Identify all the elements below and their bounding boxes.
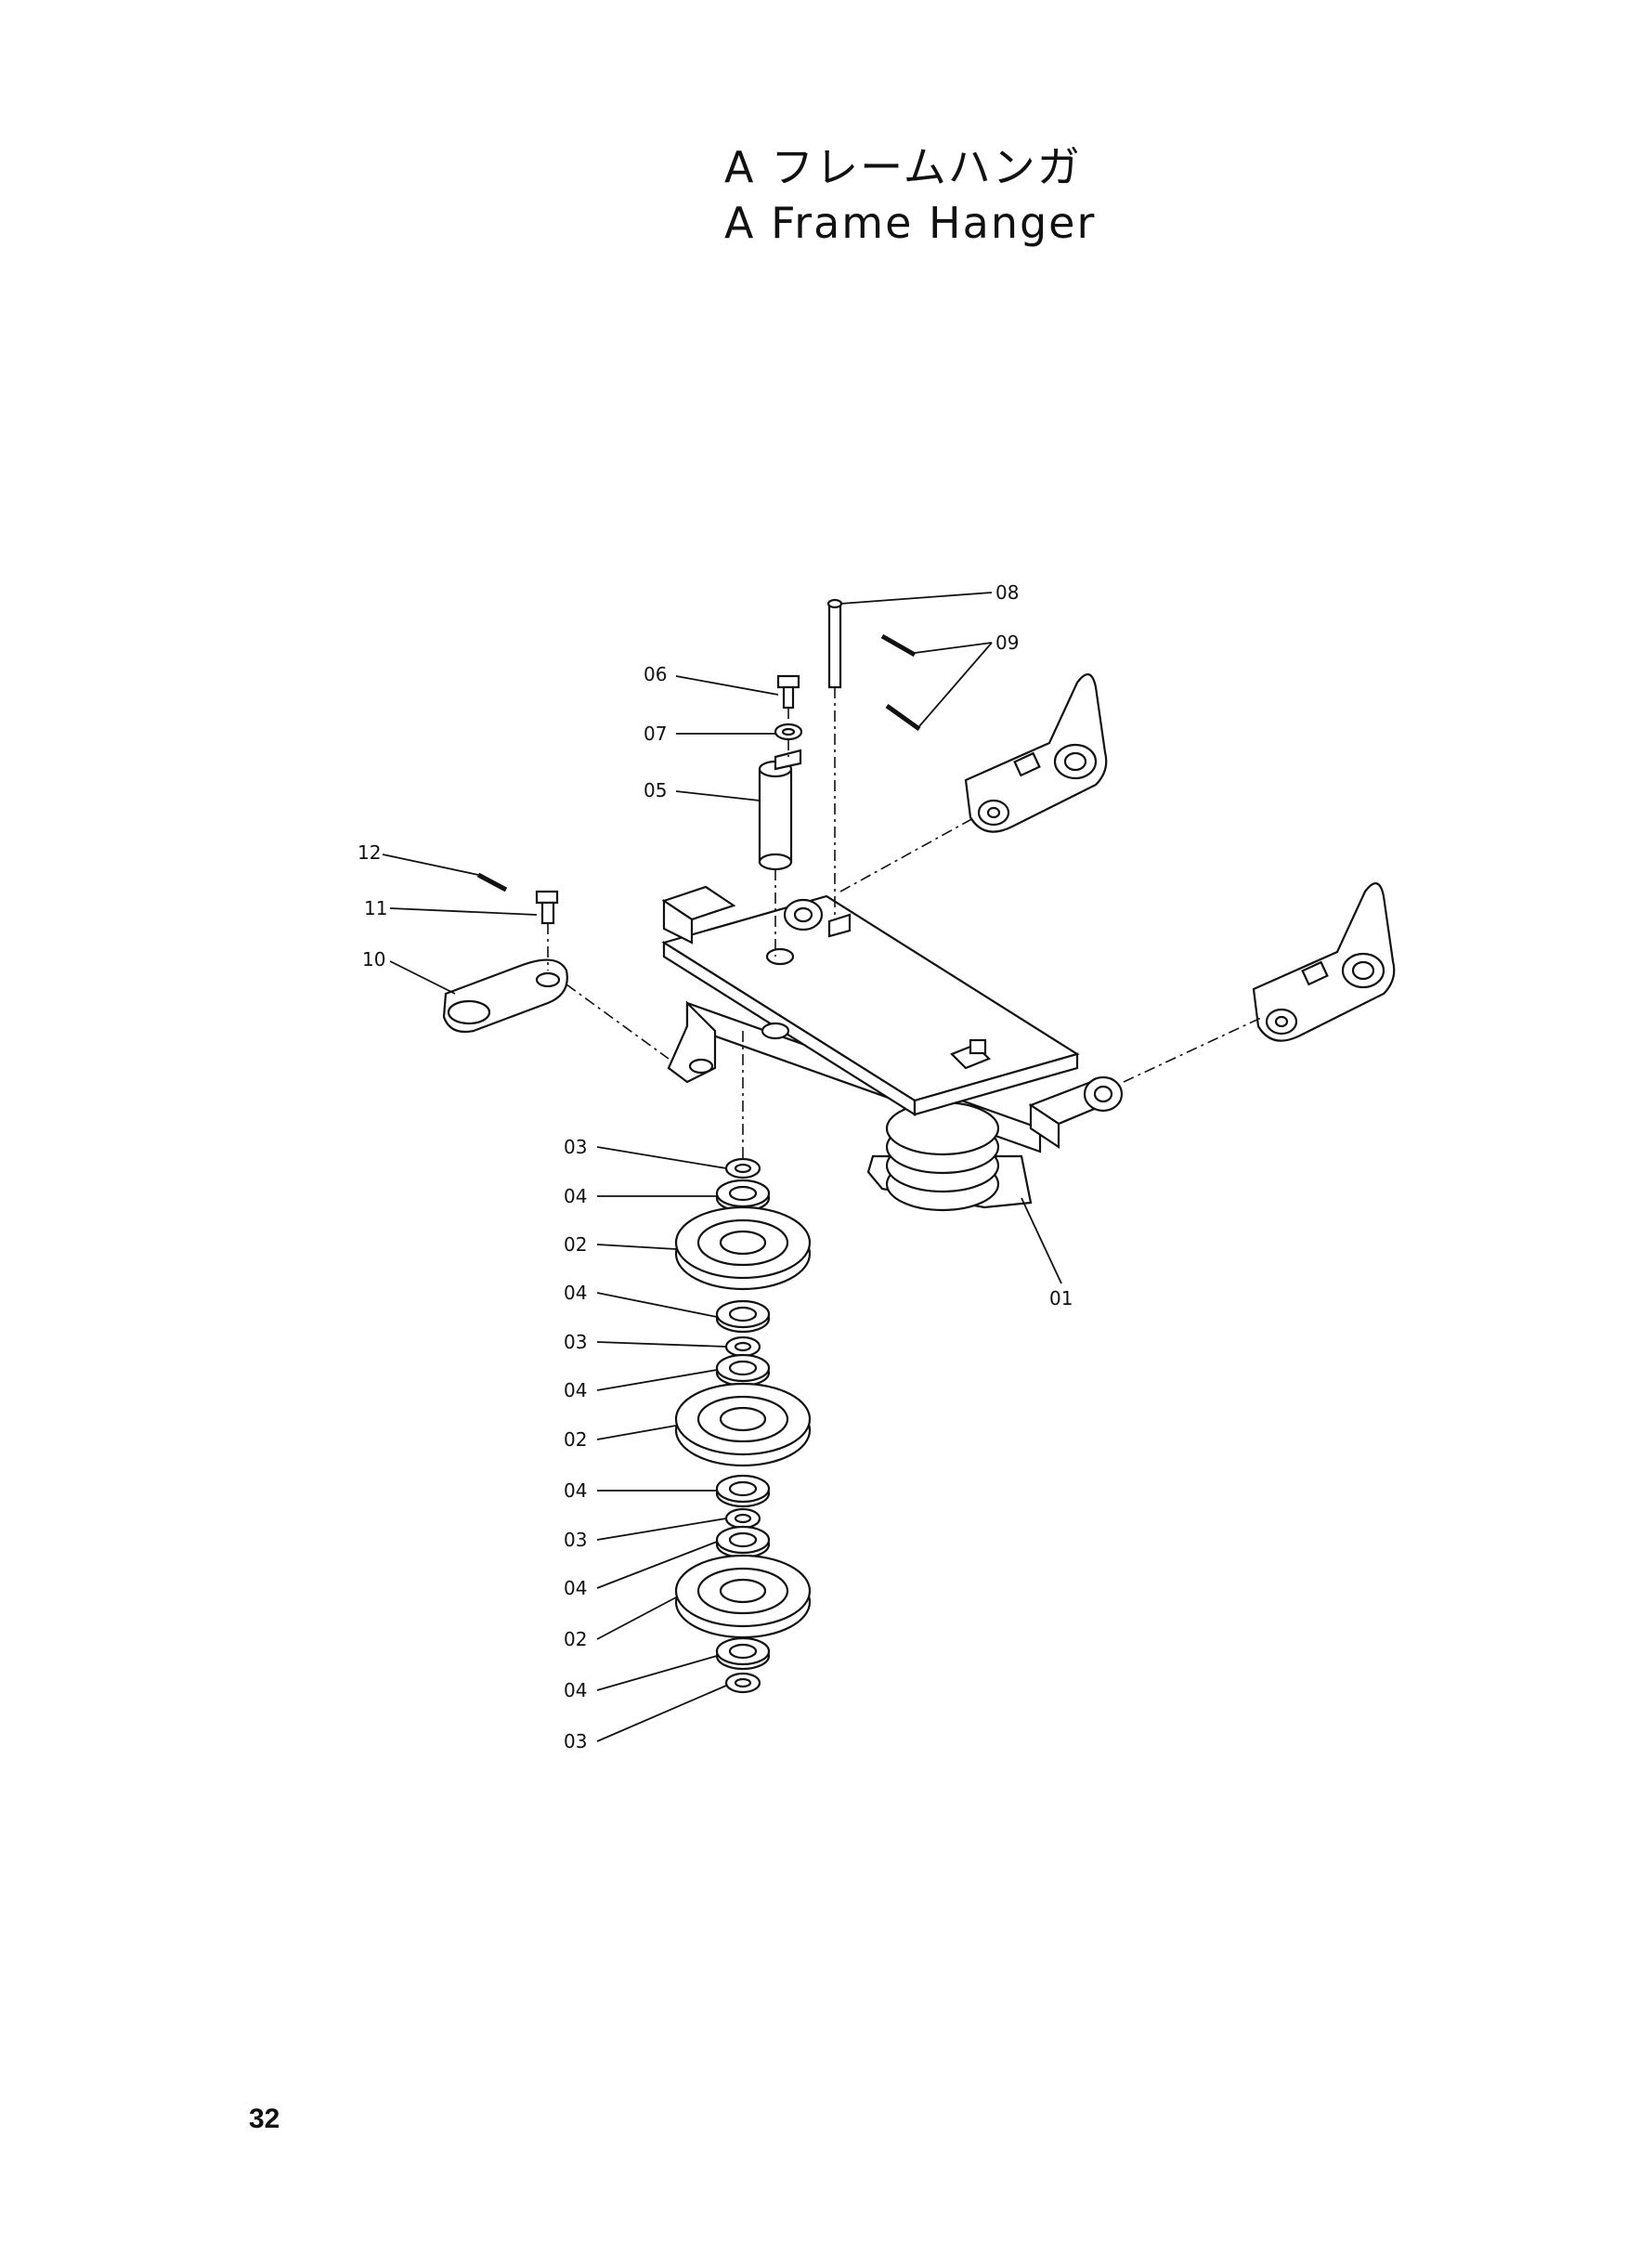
callout-labels: 08 09 06 07 05 12 11 10 01 03 04 02 04 0… <box>358 581 1073 1752</box>
callout-03-a: 03 <box>564 1136 587 1158</box>
callout-05: 05 <box>644 779 667 801</box>
callout-03-b: 03 <box>564 1331 587 1353</box>
callout-04-b: 04 <box>564 1282 587 1304</box>
cotter-pins-09 <box>880 633 921 732</box>
callout-10: 10 <box>362 948 385 971</box>
callout-02-c: 02 <box>564 1628 587 1650</box>
callout-08: 08 <box>995 581 1019 604</box>
pin-08 <box>826 598 843 689</box>
callout-07: 07 <box>644 723 667 745</box>
bolt-11 <box>535 890 559 925</box>
page-number: 32 <box>249 2104 280 2134</box>
sheave-stack <box>674 1157 812 1694</box>
title-english: A Frame Hanger <box>724 198 1097 248</box>
callout-11: 11 <box>364 897 387 919</box>
assembly-lines <box>547 687 1264 1161</box>
callout-04-a: 04 <box>564 1185 587 1207</box>
callout-03-d: 03 <box>564 1730 587 1752</box>
plate-10 <box>442 958 568 1034</box>
callout-04-f: 04 <box>564 1679 587 1701</box>
callout-04-c: 04 <box>564 1379 587 1401</box>
callout-01: 01 <box>1049 1287 1073 1309</box>
front-hanger-bracket <box>1252 882 1396 1042</box>
frame-assembly <box>661 885 1124 1212</box>
pin-12 <box>476 872 508 892</box>
callout-06: 06 <box>644 663 667 685</box>
callout-02-a: 02 <box>564 1233 587 1256</box>
washer-07 <box>774 723 803 741</box>
callout-04-e: 04 <box>564 1577 587 1599</box>
bolt-06 <box>776 674 800 710</box>
callout-02-b: 02 <box>564 1428 587 1451</box>
callout-04-d: 04 <box>564 1479 587 1502</box>
callout-09: 09 <box>995 632 1019 654</box>
title-block: A フレームハンガ A Frame Hanger <box>724 139 1096 251</box>
rear-hanger-bracket <box>964 673 1108 833</box>
callout-03-c: 03 <box>564 1529 587 1551</box>
pin-05 <box>758 749 802 871</box>
leader-lines <box>382 592 1062 1742</box>
title-japanese: A フレームハンガ <box>724 142 1082 192</box>
callout-12: 12 <box>358 841 381 864</box>
